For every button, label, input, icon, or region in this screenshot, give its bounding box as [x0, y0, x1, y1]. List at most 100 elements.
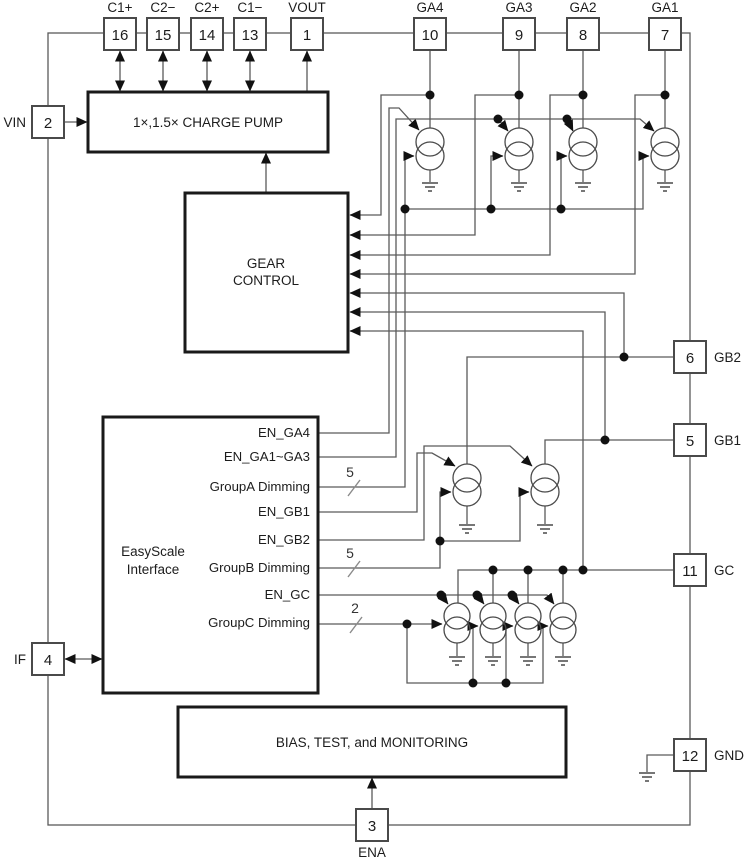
wire: [349, 288, 625, 357]
pin-box: [103, 17, 137, 51]
pin-label: GB2: [714, 350, 741, 365]
junction-dot: [472, 590, 482, 600]
junction-dot: [486, 204, 496, 214]
pin-vin: 2 VIN: [3, 105, 65, 139]
ground-icon: [421, 182, 439, 192]
pin-label: GND: [714, 748, 744, 763]
pin-ena: 3 ENA: [355, 808, 389, 859]
pin-number: 1: [303, 27, 311, 44]
blocks: 1×,1.5× CHARGE PUMP GEAR CONTROL EasySca…: [86, 90, 568, 779]
ground-icon: [536, 524, 554, 534]
pins: 16 C1+ 15 C2− 14 C2+ 13 C1− 1 VOUT 10 GA…: [3, 0, 744, 859]
junction-dot: [660, 90, 670, 100]
pin-number: 6: [686, 350, 694, 367]
ground-icon: [510, 182, 528, 192]
pin-ga4: 10 GA4: [413, 0, 447, 51]
junction-dot: [493, 114, 503, 124]
easyscale-interface-block: [101, 415, 320, 695]
easyscale-output-label: EN_GB1: [258, 504, 310, 519]
pin-label: GA2: [569, 0, 596, 15]
current-source-icon: [504, 127, 534, 171]
bus-widths: 5 5 2: [346, 464, 363, 634]
easyscale-output-label: EN_GA1~GA3: [224, 449, 310, 464]
easyscale-label: Interface: [127, 562, 180, 577]
pin-label: GA4: [416, 0, 444, 15]
ground-icon: [656, 182, 674, 192]
wire: [349, 94, 583, 260]
ground-icon: [448, 656, 466, 666]
pin-number: 12: [682, 748, 699, 765]
charge-pump-label: 1×,1.5× CHARGE PUMP: [133, 115, 283, 130]
wire: [318, 452, 456, 513]
pin-number: 15: [155, 27, 172, 44]
wire: [318, 118, 655, 458]
pin-box: [673, 738, 707, 772]
charge-pump-block: [86, 90, 330, 154]
junction-dot: [488, 565, 498, 575]
easyscale-label: EasyScale: [121, 544, 185, 559]
wire: [439, 487, 452, 541]
pin-gc: 11 GC: [673, 553, 735, 587]
wire: [318, 107, 420, 434]
pin-box: [190, 17, 224, 51]
current-source-icon: [415, 127, 445, 171]
pin-gb2: 6 GB2: [673, 340, 741, 374]
wire: [556, 151, 568, 209]
pin-c2p: 14 C2+: [190, 0, 224, 51]
current-sources: [415, 127, 680, 644]
wire: [429, 170, 666, 182]
wire: [318, 592, 555, 605]
pin-number: 4: [44, 652, 52, 669]
bus-width-label: 5: [346, 464, 354, 480]
easyscale-output-label: GroupB Dimming: [209, 560, 310, 575]
pin-box: [673, 553, 707, 587]
ground-icon: [484, 656, 502, 666]
wire: [502, 621, 514, 683]
pin-box: [146, 17, 180, 51]
pin-vout: 1 VOUT: [288, 0, 326, 51]
wire: [349, 307, 606, 440]
junction-dot: [514, 90, 524, 100]
easyscale-output-label: EN_GA4: [258, 425, 310, 440]
current-source-icon: [443, 602, 471, 644]
junction-dot: [562, 114, 572, 124]
pin-label: GC: [714, 563, 735, 578]
current-source-icon: [650, 127, 680, 171]
pin-label: C1+: [107, 0, 132, 15]
current-source-icon: [452, 463, 482, 507]
junction-dot: [468, 678, 478, 688]
junction-dot: [435, 536, 445, 546]
pin-box: [673, 340, 707, 374]
wire: [544, 439, 674, 464]
pin-box: [413, 17, 447, 51]
pin-label: VIN: [3, 115, 26, 130]
wire: [466, 356, 674, 464]
bias-label: BIAS, TEST, and MONITORING: [276, 735, 468, 750]
bus-slash: [349, 616, 363, 634]
pin-ga1: 7 GA1: [648, 0, 682, 51]
pin-number: 9: [515, 27, 523, 44]
junction-dot: [619, 352, 629, 362]
pin-c2m: 15 C2−: [146, 0, 180, 51]
pin-label: GA3: [505, 0, 532, 15]
pin-ga2: 8 GA2: [566, 0, 600, 51]
junction-dot: [600, 435, 610, 445]
junction-dot: [425, 90, 435, 100]
junction-dot: [578, 90, 588, 100]
pin-box: [355, 808, 389, 842]
wire: [405, 151, 650, 210]
junction-dots: [400, 90, 670, 688]
pin-label: C2+: [194, 0, 219, 15]
gear-control-block: [183, 191, 350, 354]
pin-number: 7: [661, 27, 669, 44]
pin-gb1: 5 GB1: [673, 423, 741, 457]
junction-dot: [501, 678, 511, 688]
pin-label: GA1: [651, 0, 678, 15]
pin-number: 14: [199, 27, 216, 44]
pin-box: [31, 642, 65, 676]
easyscale-output-label: GroupC Dimming: [208, 615, 310, 630]
bus-slash: [347, 479, 361, 497]
current-source-icon: [549, 602, 577, 644]
